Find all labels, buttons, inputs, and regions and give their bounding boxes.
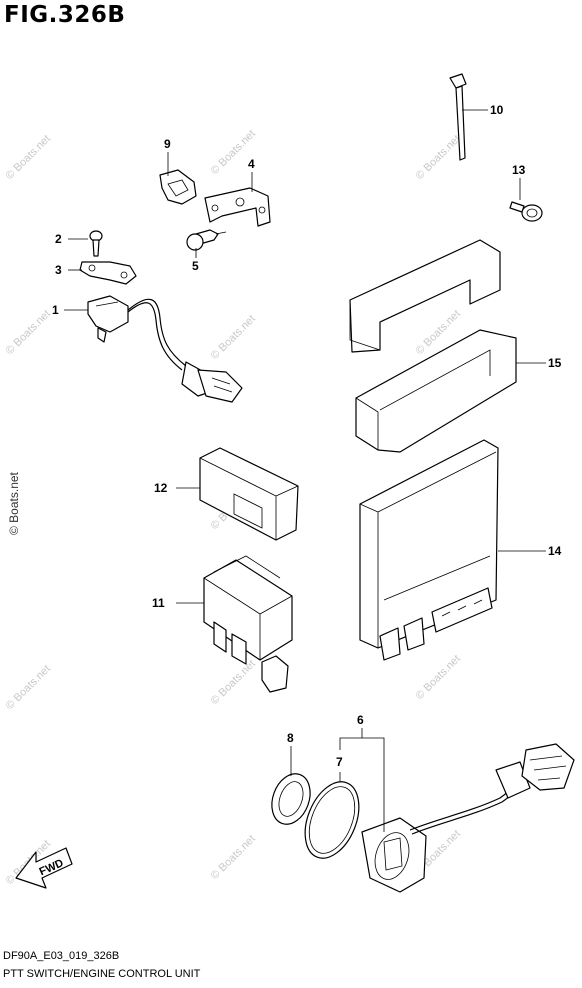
watermark: © Boats.net — [414, 653, 463, 702]
callout-2: 2 — [55, 232, 62, 246]
callout-13: 13 — [512, 163, 526, 177]
figure-title: FIG.326B — [4, 2, 126, 28]
callout-6: 6 — [357, 713, 364, 727]
part-5-bolt[interactable] — [186, 229, 227, 251]
part-9-clip[interactable] — [159, 169, 197, 205]
watermark: © Boats.net — [4, 663, 53, 712]
part-1-ptt-switch[interactable] — [87, 295, 243, 403]
callout-5: 5 — [192, 259, 199, 273]
callout-labels: 10 9 4 13 2 5 3 1 15 12 14 11 6 8 7 — [52, 103, 562, 769]
figure-code: DF90A_E03_019_326B — [3, 950, 120, 962]
part-10-cable-tie[interactable] — [449, 73, 467, 161]
watermark: © Boats.net — [209, 833, 258, 882]
part-6-connector-harness[interactable] — [361, 743, 575, 893]
part-13-bolt[interactable] — [509, 201, 543, 222]
callout-14: 14 — [548, 544, 562, 558]
part-12-cover[interactable] — [199, 447, 299, 541]
part-15-ecu-cover[interactable] — [349, 239, 517, 453]
watermark: © Boats.net — [414, 133, 463, 182]
part-14-ecu[interactable] — [359, 439, 499, 661]
part-8-grommet[interactable] — [265, 768, 317, 829]
callout-15: 15 — [548, 356, 562, 370]
watermark: © Boats.net — [209, 313, 258, 362]
watermark: © Boats.net — [4, 308, 53, 357]
part-7-o-ring[interactable] — [295, 774, 369, 866]
callout-4: 4 — [248, 157, 255, 171]
part-2-screw[interactable] — [89, 230, 103, 257]
watermark: © Boats.net — [209, 658, 258, 707]
part-4-bracket[interactable] — [204, 187, 271, 227]
leader-lines — [64, 109, 546, 832]
callout-7: 7 — [336, 755, 343, 769]
callout-8: 8 — [287, 731, 294, 745]
watermark: © Boats.net — [7, 471, 21, 535]
callout-11: 11 — [152, 596, 165, 610]
watermark: © Boats.net — [4, 133, 53, 182]
figure-description: PTT SWITCH/ENGINE CONTROL UNIT — [3, 968, 201, 980]
callout-9: 9 — [164, 137, 171, 151]
callout-10: 10 — [490, 103, 504, 117]
part-11-control-unit[interactable] — [203, 555, 293, 693]
part-3-plate[interactable] — [79, 261, 137, 285]
callout-3: 3 — [55, 263, 62, 277]
callout-12: 12 — [154, 481, 168, 495]
callout-1: 1 — [52, 303, 59, 317]
